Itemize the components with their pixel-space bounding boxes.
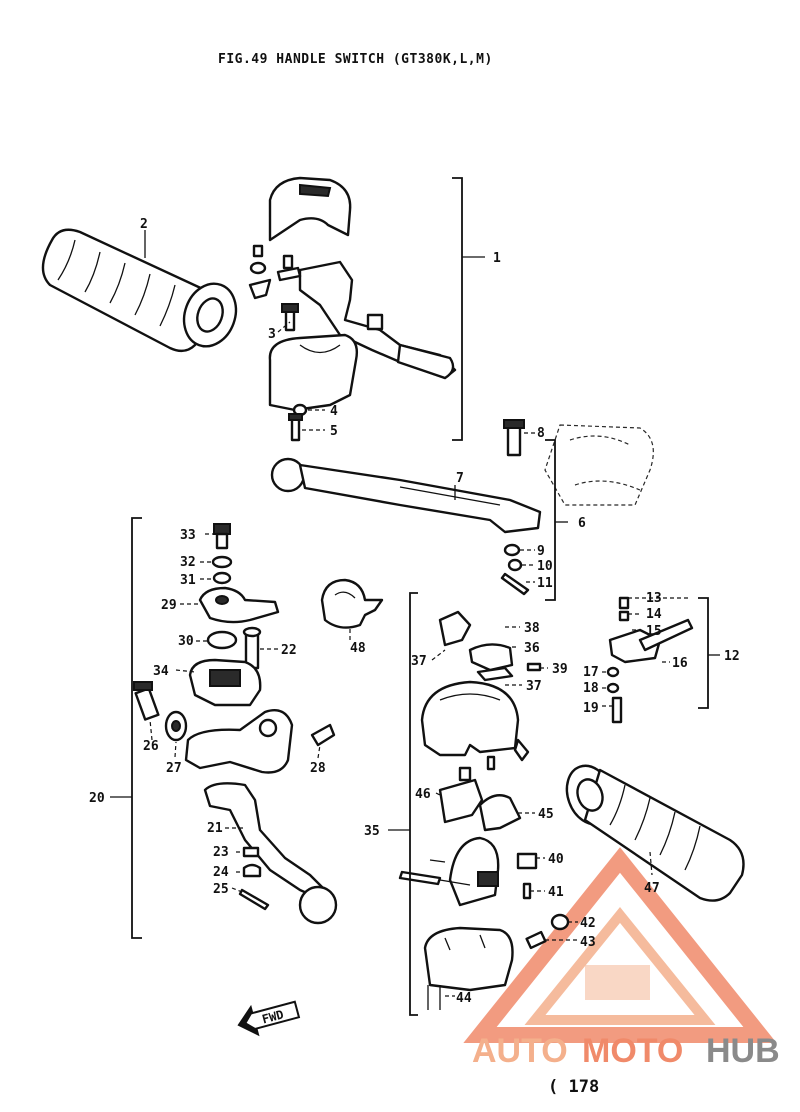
watermark-logo: [463, 847, 777, 1043]
label-44: 44: [456, 991, 472, 1006]
clutch-holder-34: [188, 658, 262, 707]
switch-parts-36-38: [438, 610, 514, 682]
nut-27: [164, 710, 188, 742]
bracket-20: [110, 517, 142, 939]
clip-28: [310, 723, 336, 747]
label-29: 29: [161, 598, 177, 613]
small-fasteners-top: [248, 244, 302, 300]
label-43: 43: [580, 935, 596, 950]
forward-arrow: FWD: [237, 1000, 301, 1037]
right-handlebar-grip: [565, 764, 745, 902]
label-16: 16: [672, 656, 688, 671]
label-10: 10: [537, 559, 553, 574]
bolt-33: [213, 523, 231, 550]
part-number-labels: 1 2 3 4 5 6 7 8 9 10 11 12 13 14 15 16 1…: [89, 217, 740, 1006]
cover-48: [320, 578, 384, 629]
watermark-text: AUTO MOTO HUB: [472, 1032, 780, 1070]
washers-31-32: [211, 555, 233, 585]
right-switch-upper-housing: [268, 176, 352, 242]
label-31: 31: [180, 573, 196, 588]
label-18: 18: [583, 681, 599, 696]
label-42: 42: [580, 916, 596, 931]
switch-upper-housing-left: [420, 680, 520, 757]
label-41: 41: [548, 885, 564, 900]
bolt-8: [503, 419, 525, 457]
brake-lever-7: [270, 457, 542, 534]
switch-lower-body-left: [398, 836, 500, 907]
switch-base-44: [423, 926, 514, 1010]
label-17: 17: [583, 665, 599, 680]
label-8: 8: [537, 426, 545, 441]
label-21: 21: [207, 821, 223, 836]
figure-title: FIG.49 HANDLE SWITCH (GT380K,L,M): [218, 52, 493, 67]
cam-29: [198, 586, 280, 624]
label-25: 25: [213, 882, 229, 897]
label-22: 22: [281, 643, 297, 658]
washer-30: [206, 630, 238, 650]
label-5: 5: [330, 424, 338, 439]
label-11: 11: [537, 576, 553, 591]
bracket-1: [452, 177, 485, 441]
label-27: 27: [166, 761, 182, 776]
clutch-lever-21: [203, 782, 338, 925]
label-6: 6: [578, 516, 586, 531]
watermark-part1: AUTO: [472, 1032, 568, 1070]
label-14: 14: [646, 607, 662, 622]
watermark-part3: HUB: [706, 1032, 780, 1070]
lever-bracket-housing: [544, 424, 654, 506]
label-46: 46: [415, 787, 431, 802]
bracket-6: [545, 439, 568, 601]
left-handlebar-grip: [41, 228, 238, 353]
label-15: 15: [646, 624, 662, 639]
screw-39: [526, 662, 542, 672]
label-7: 7: [456, 471, 464, 486]
label-2: 2: [140, 217, 148, 232]
leader-lines: [144, 230, 690, 997]
label-40: 40: [548, 852, 564, 867]
label-23: 23: [213, 845, 229, 860]
screw-5: [288, 413, 303, 442]
label-19: 19: [583, 701, 599, 716]
label-45: 45: [538, 807, 554, 822]
lever-fasteners-9-11: [500, 543, 530, 596]
label-38: 38: [524, 621, 540, 636]
label-39: 39: [552, 662, 568, 677]
switch-parts-45-46: [438, 766, 522, 832]
label-28: 28: [310, 761, 326, 776]
label-3: 3: [268, 327, 276, 342]
label-13: 13: [646, 591, 662, 606]
switch-wiring-harness: [298, 260, 457, 380]
label-36: 36: [524, 641, 540, 656]
small-screw-near-housing: [486, 738, 530, 771]
label-37b: 37: [526, 679, 542, 694]
fwd-label: FWD: [261, 1007, 286, 1026]
label-33: 33: [180, 528, 196, 543]
label-24: 24: [213, 865, 229, 880]
label-1: 1: [493, 251, 501, 266]
bracket-12: [698, 597, 720, 709]
label-34: 34: [153, 664, 169, 679]
label-47: 47: [644, 881, 660, 896]
label-20: 20: [89, 791, 105, 806]
label-35: 35: [364, 824, 380, 839]
switch-parts-40-43: [516, 852, 570, 950]
label-12: 12: [724, 649, 740, 664]
label-30: 30: [178, 634, 194, 649]
label-48: 48: [350, 641, 366, 656]
right-switch-lower-housing: [268, 333, 359, 412]
label-26: 26: [143, 739, 159, 754]
label-37a: 37: [411, 654, 427, 669]
page-number: ( 178: [548, 1077, 599, 1097]
label-4: 4: [330, 404, 338, 419]
label-32: 32: [180, 555, 196, 570]
watermark-part2: MOTO: [582, 1032, 683, 1070]
clutch-bracket: [184, 708, 294, 774]
label-9: 9: [537, 544, 545, 559]
screw-3: [281, 303, 299, 332]
bracket-35: [388, 592, 418, 1016]
bolt-26: [133, 681, 160, 721]
clutch-small-parts-23-25: [238, 846, 270, 911]
